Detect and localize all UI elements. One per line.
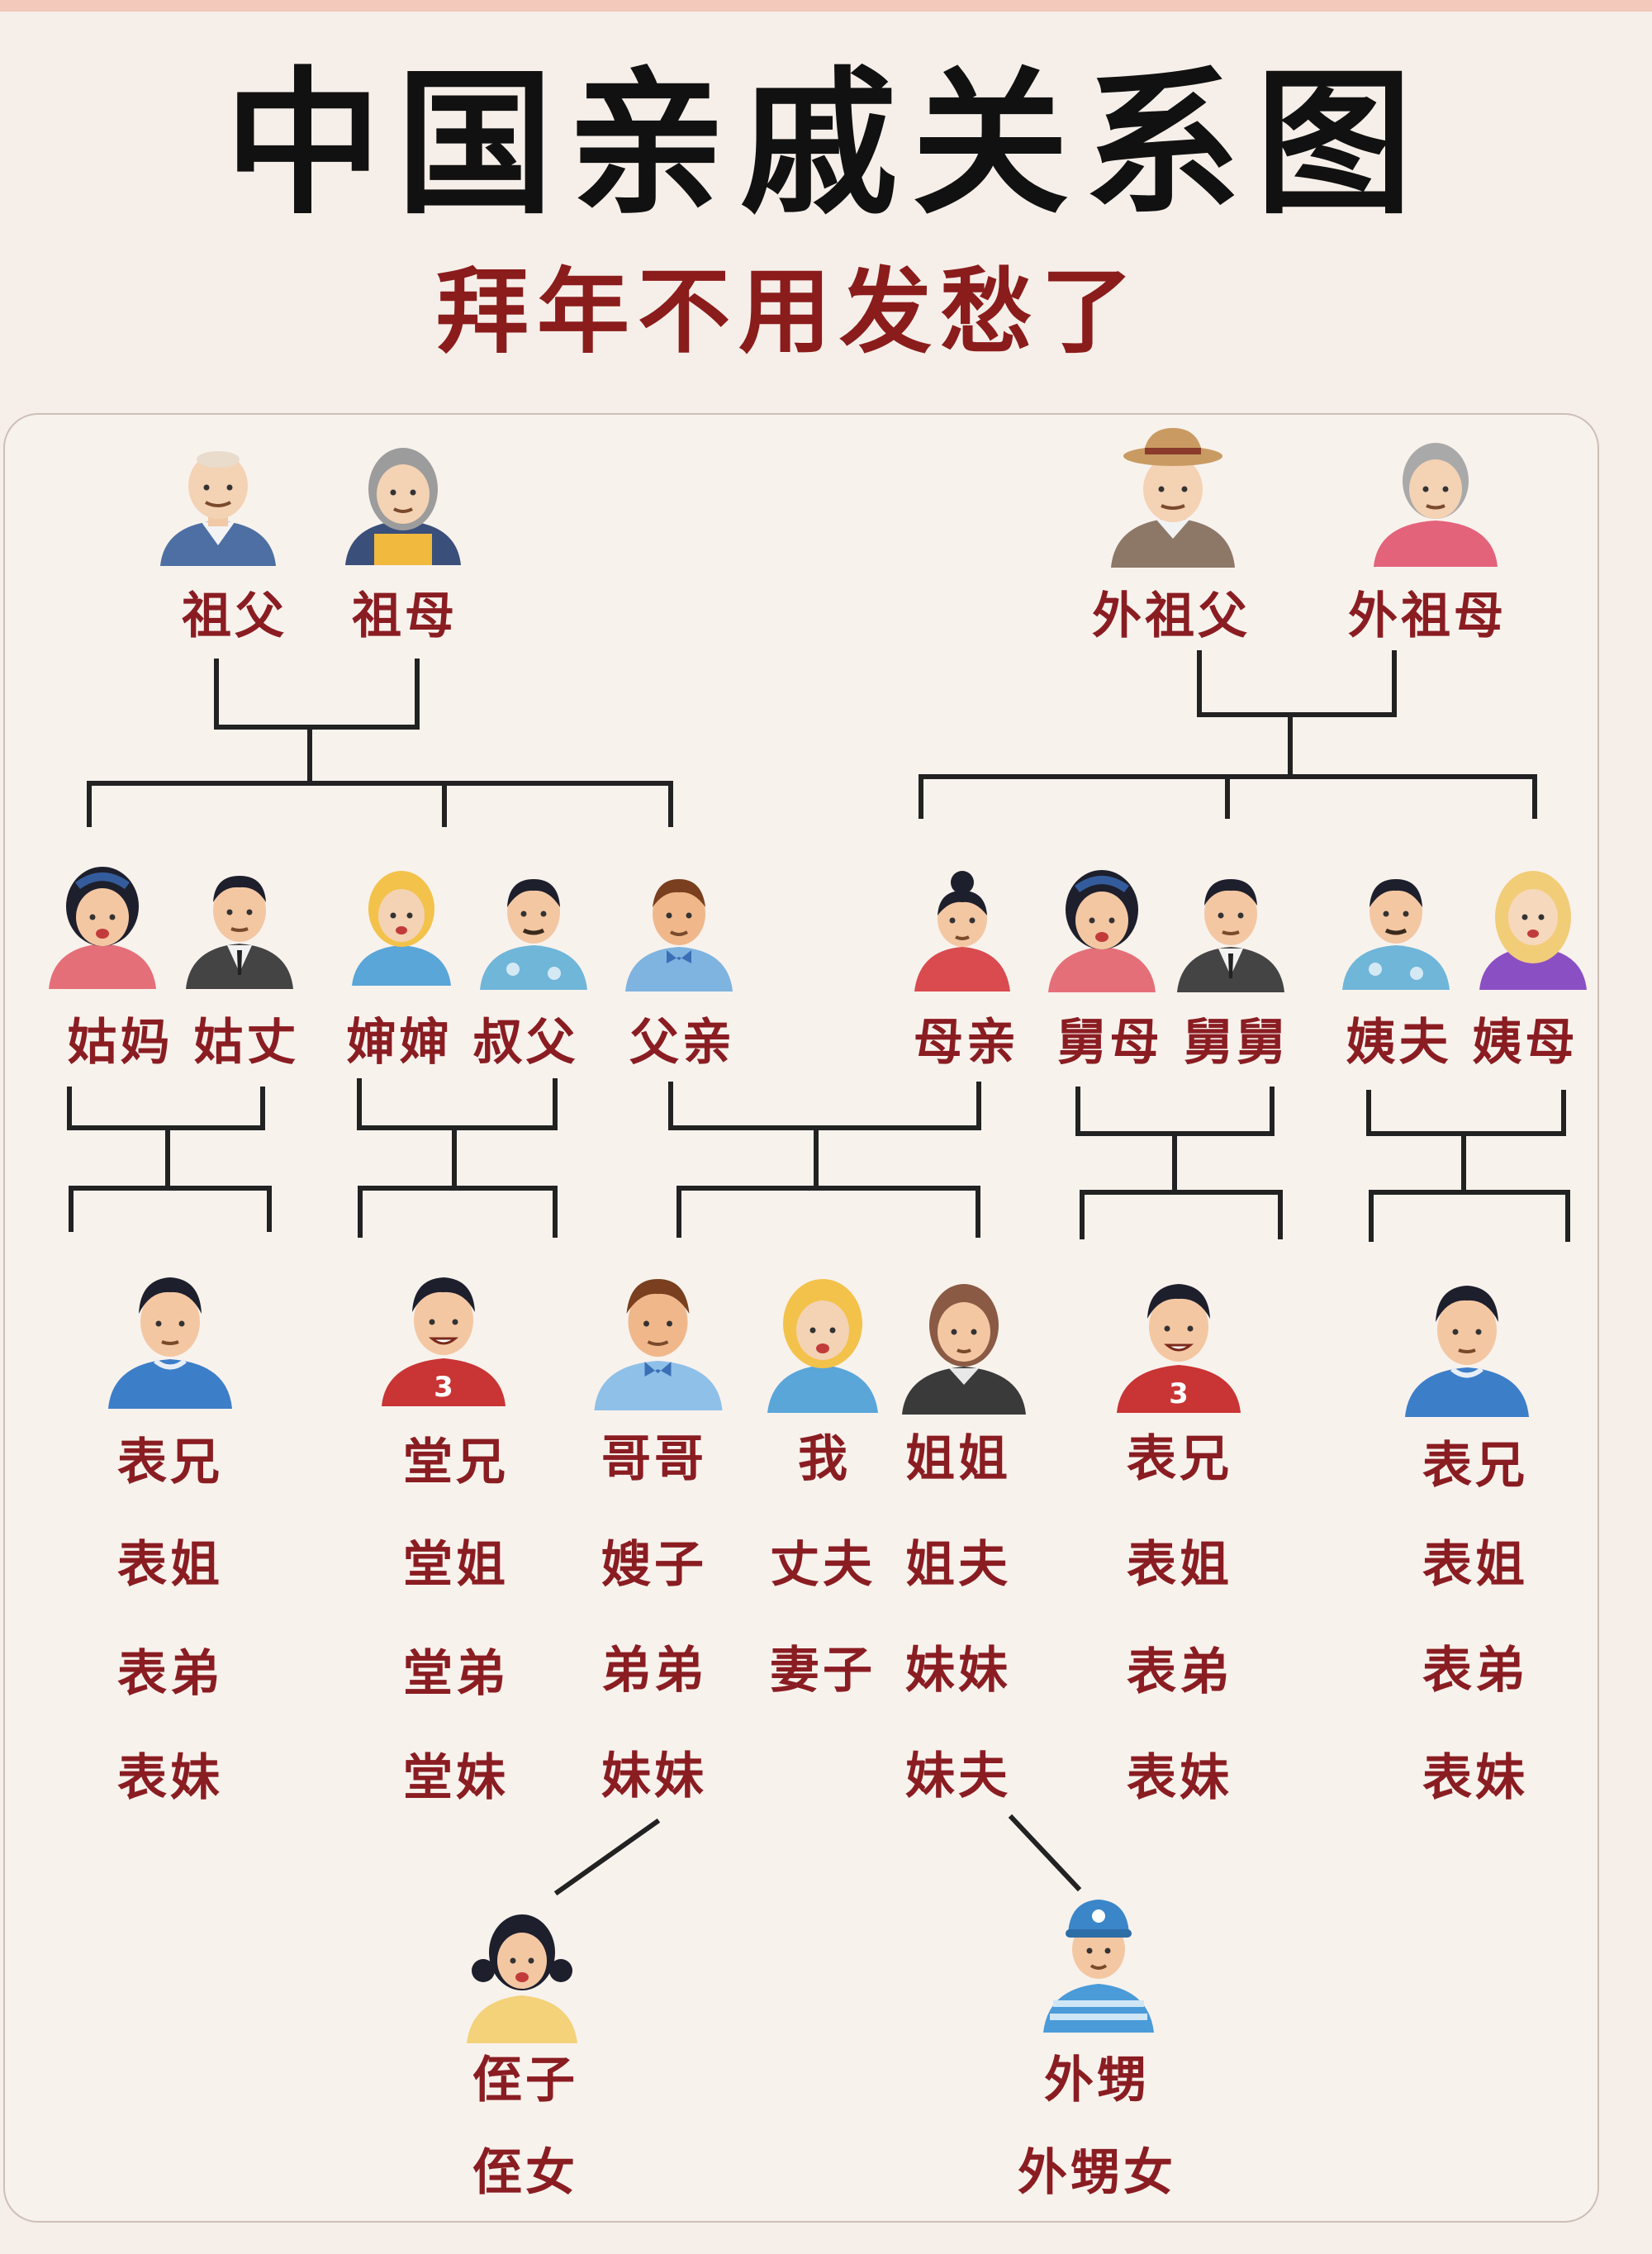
maternal-grandparents-bracket (1197, 650, 1397, 717)
col6-item-4: 表妹 (1127, 1749, 1232, 1807)
maternal-grandfather-avatar (1107, 423, 1239, 571)
label-uncle-pair: 婶婶 叔父 (346, 1014, 579, 1072)
page-title: 中国亲戚关系图 (224, 53, 1427, 235)
svg-text:3: 3 (1169, 1377, 1189, 1410)
paternal-aunt-husband-avatar (182, 861, 297, 992)
page-subtitle: 拜年不用发愁了 (436, 258, 1142, 366)
grandparents-bracket (214, 659, 420, 730)
col6-item-3: 表弟 (1127, 1643, 1232, 1701)
maternal-uncle-wife-avatar (1044, 864, 1160, 996)
sister-child-link (1008, 1814, 1082, 1892)
aunt-in-law-avatar (348, 866, 455, 989)
col6-item-2: 表姐 (1127, 1536, 1232, 1594)
col7-item-1: 表兄 (1422, 1437, 1528, 1495)
nephew-link (553, 1818, 661, 1896)
family2-bracket (357, 1078, 558, 1238)
col2-item-1: 堂兄 (403, 1434, 509, 1491)
grandmother-avatar (341, 441, 465, 568)
col5-item-1: 姐姐 (905, 1430, 1011, 1488)
col7-item-3: 表弟 (1422, 1642, 1528, 1700)
family3-bracket (668, 1082, 981, 1238)
col5-item-3: 妹妹 (905, 1642, 1011, 1700)
label-grandmother: 祖母 (352, 587, 458, 645)
col2-item-3: 堂弟 (403, 1645, 509, 1703)
cousin1-avatar (104, 1264, 236, 1412)
label-mother: 母亲 (914, 1014, 1019, 1072)
col3-item-4: 妹妹 (601, 1748, 707, 1805)
col5-item-2: 姐夫 (905, 1536, 1011, 1594)
sister-child-avatar (1037, 1888, 1161, 2036)
col2-item-2: 堂姐 (403, 1536, 509, 1594)
maternal-aunt-husband-avatar (1338, 866, 1454, 993)
family5-bracket (1366, 1090, 1570, 1242)
cousin7-avatar (1401, 1272, 1533, 1420)
label-paternal-aunt-pair: 姑妈 姑丈 (67, 1014, 300, 1072)
label-father: 父亲 (629, 1014, 735, 1072)
niece-avatar (460, 1904, 584, 2047)
col3-item-2: 嫂子 (601, 1536, 707, 1594)
label-maternal-grandmother: 外祖母 (1348, 587, 1507, 645)
col6-item-1: 表兄 (1127, 1430, 1232, 1488)
col3-item-3: 弟弟 (601, 1642, 707, 1700)
paternal-children-bar (87, 781, 673, 827)
cousin6-avatar: 3 (1113, 1272, 1245, 1416)
label-maternal-grandfather: 外祖父 (1092, 587, 1251, 645)
col2-item-4: 堂妹 (403, 1749, 509, 1807)
label-sister-daughter: 外甥女 (1018, 2144, 1176, 2202)
top-accent-bar (0, 0, 1652, 12)
paternal-cousin-avatar: 3 (377, 1266, 510, 1410)
label-sister-son: 外甥 (1044, 2052, 1150, 2109)
me-avatar (761, 1274, 885, 1416)
family1-bracket (67, 1087, 272, 1232)
label-nephew: 侄子 (472, 2052, 578, 2109)
label-maternal-aunt-pair: 姨夫 姨母 (1346, 1014, 1578, 1072)
col1-item-3: 表弟 (117, 1645, 223, 1703)
col5-item-4: 妹夫 (905, 1748, 1011, 1805)
svg-text:3: 3 (434, 1371, 453, 1404)
label-maternal-uncle-pair: 舅母 舅舅 (1056, 1014, 1289, 1072)
col4-item-3: 妻子 (770, 1642, 876, 1700)
col7-item-2: 表姐 (1422, 1536, 1528, 1594)
col1-item-2: 表姐 (117, 1536, 223, 1594)
col4-item-1: 我 (798, 1430, 851, 1488)
mother-avatar (904, 868, 1020, 995)
family4-bracket (1075, 1087, 1283, 1239)
maternal-aunt-avatar (1475, 868, 1591, 993)
col4-item-2: 丈夫 (770, 1536, 876, 1594)
col3-item-1: 哥哥 (601, 1430, 707, 1488)
label-niece: 侄女 (472, 2144, 578, 2202)
label-grandfather: 祖父 (182, 587, 287, 645)
paternal-uncle-avatar (476, 866, 591, 993)
col7-item-4: 表妹 (1422, 1749, 1528, 1807)
col1-item-4: 表妹 (117, 1749, 223, 1807)
col1-item-1: 表兄 (117, 1434, 223, 1491)
grandfather-avatar (156, 446, 280, 569)
maternal-grandmother-avatar (1370, 435, 1502, 570)
maternal-children-bar (919, 774, 1537, 819)
maternal-uncle-avatar (1173, 864, 1289, 996)
paternal-aunt-avatar (45, 861, 160, 992)
brother-avatar (591, 1266, 727, 1414)
elder-sister-avatar (898, 1274, 1030, 1418)
father-avatar (621, 868, 737, 995)
